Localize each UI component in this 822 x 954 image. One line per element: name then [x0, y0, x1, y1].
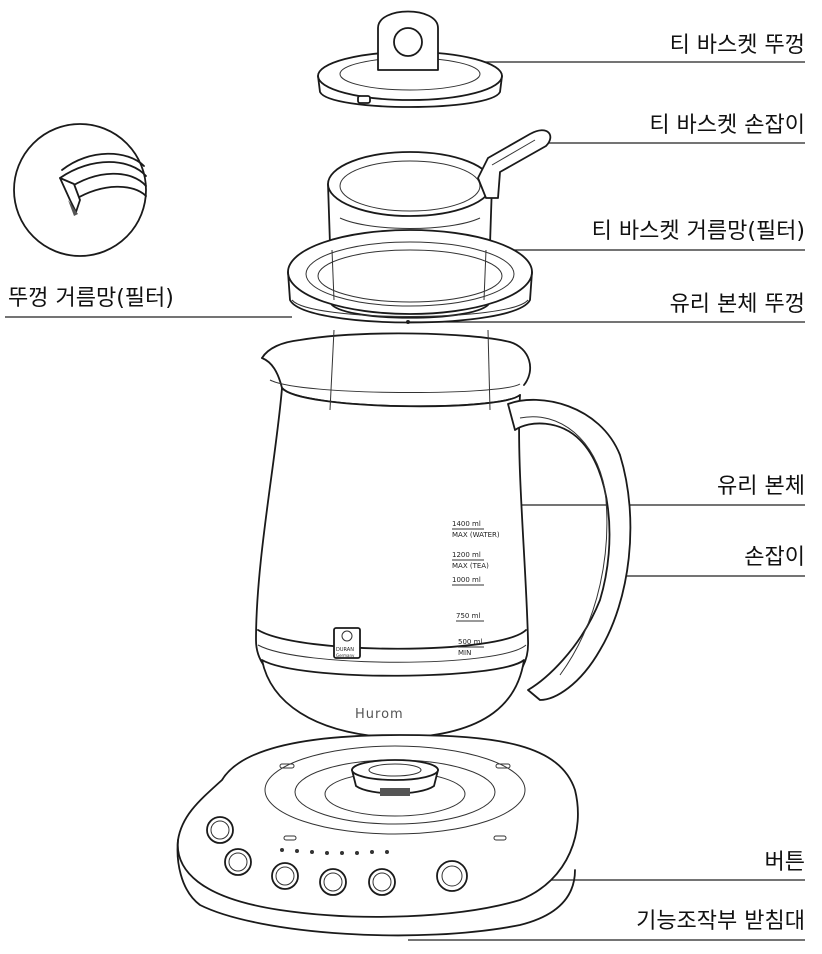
- button-1[interactable]: [206, 816, 234, 844]
- glass-body-lid: [287, 229, 533, 324]
- control-base: [176, 734, 579, 937]
- duran-sub-text: Germany: [336, 653, 355, 658]
- button-2[interactable]: [224, 848, 252, 876]
- button-4[interactable]: [319, 868, 347, 896]
- button-3[interactable]: [271, 862, 299, 890]
- indicator-dots: [280, 848, 389, 855]
- label-tea-basket-handle: 티 바스켓 손잡이: [649, 113, 805, 138]
- label-tea-basket-lid: 티 바스켓 뚜껑: [670, 33, 805, 58]
- duran-badge: DURAN Germany: [333, 627, 361, 659]
- glass-body: Hurom: [255, 329, 532, 739]
- button-start[interactable]: [436, 860, 468, 892]
- marking-1200: 1200 ml: [452, 551, 481, 559]
- marking-500-sub: MIN: [458, 649, 471, 657]
- label-glass-body: 유리 본체: [717, 474, 805, 499]
- marking-1000: 1000 ml: [452, 576, 481, 584]
- marking-1400: 1400 ml: [452, 520, 481, 528]
- marking-1400-sub: MAX (WATER): [452, 531, 500, 539]
- tea-basket-lid: [317, 10, 503, 108]
- label-glass-body-lid: 유리 본체 뚜껑: [670, 292, 805, 317]
- lid-filter-detail-callout: [13, 123, 147, 257]
- measurement-markings: 1400 ml MAX (WATER) 1200 ml MAX (TEA) 10…: [452, 520, 500, 657]
- marking-1200-sub: MAX (TEA): [452, 562, 489, 570]
- label-tea-basket-filter: 티 바스켓 거름망(필터): [592, 219, 805, 244]
- duran-text: DURAN: [336, 647, 354, 653]
- label-buttons: 버튼: [765, 850, 805, 875]
- kettle-handle: [507, 398, 632, 701]
- marking-500: 500 ml: [458, 638, 482, 646]
- label-lid-filter: 뚜껑 거름망(필터): [8, 286, 174, 311]
- marking-750: 750 ml: [456, 612, 480, 620]
- labels: 티 바스켓 뚜껑 티 바스켓 손잡이 티 바스켓 거름망(필터) 뚜껑 거름망(…: [8, 33, 805, 934]
- label-control-base: 기능조작부 받침대: [636, 909, 805, 934]
- button-5[interactable]: [368, 868, 396, 896]
- control-buttons: [206, 816, 468, 896]
- hurom-logo: Hurom: [355, 707, 404, 722]
- label-handle: 손잡이: [744, 545, 805, 570]
